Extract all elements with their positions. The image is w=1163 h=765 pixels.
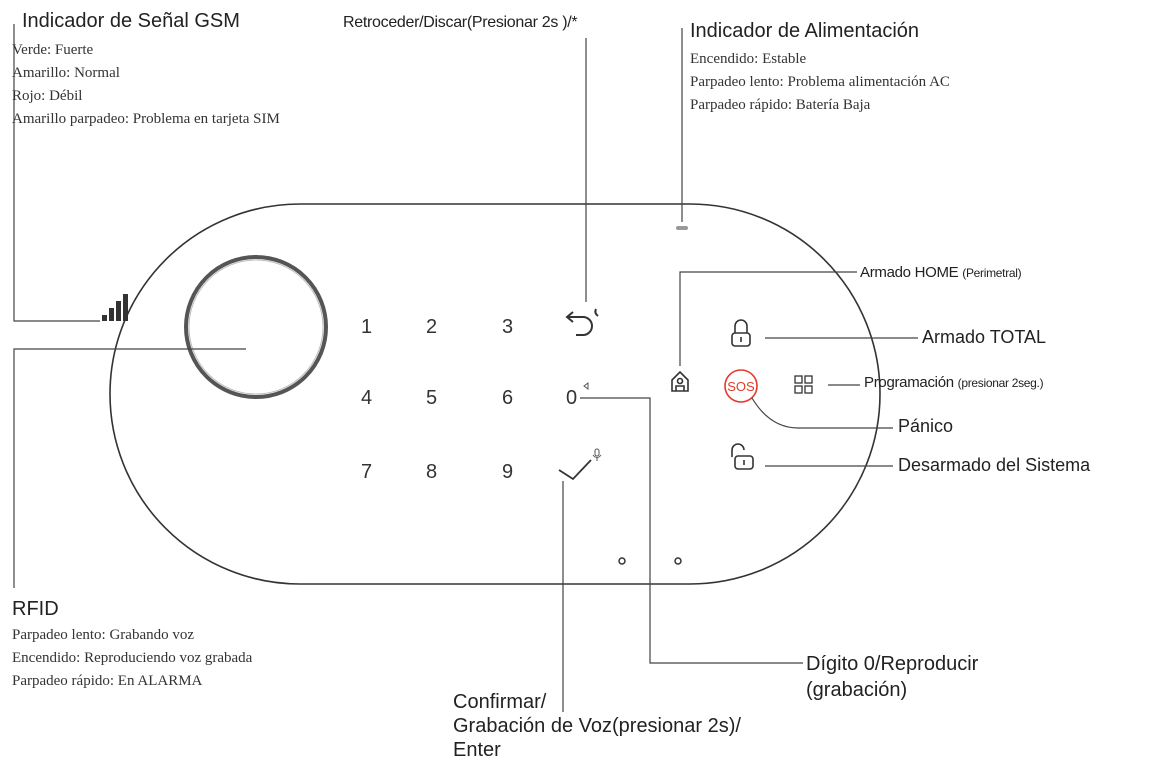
mic-icon	[592, 448, 602, 461]
home-label-sub: (Perimetral)	[962, 266, 1022, 280]
gsm-line: Amarillo: Normal	[12, 65, 120, 81]
power-title: Indicador de Alimentación	[690, 20, 920, 42]
gsm-line: Amarillo parpadeo: Problema en tarjeta S…	[12, 111, 280, 127]
check-icon[interactable]	[558, 459, 592, 481]
total-label: Armado TOTAL	[922, 327, 1047, 347]
key-4[interactable]: 4	[361, 387, 372, 409]
leader-lines	[13, 24, 918, 712]
confirm-line: Grabación de Voz(presionar 2s)/	[453, 715, 741, 737]
key-6[interactable]: 6	[502, 387, 513, 409]
program-label: Programación (presionar 2seg.)	[864, 374, 1044, 391]
disarm-label: Desarmado del Sistema	[898, 455, 1091, 475]
power-led	[676, 226, 688, 230]
key-5[interactable]: 5	[426, 387, 437, 409]
lock-icon[interactable]	[731, 319, 751, 347]
rfid-title: RFID	[12, 598, 59, 620]
gsm-line: Rojo: Débil	[12, 88, 83, 104]
program-label-main: Programación	[864, 374, 954, 391]
rfid-desc: Parpadeo lento: Grabando voz Encendido: …	[12, 624, 252, 693]
phone-icon	[594, 308, 599, 317]
screw-hole-left	[618, 557, 626, 565]
digit0-line: (grabación)	[806, 679, 908, 701]
unlock-icon[interactable]	[731, 443, 754, 470]
sos-button[interactable]	[724, 369, 758, 403]
speaker-icon	[583, 382, 589, 390]
confirm-line: Enter	[453, 739, 501, 761]
rfid-line: Parpadeo rápido: En ALARMA	[12, 673, 203, 689]
power-line: Encendido: Estable	[690, 51, 807, 67]
rfid-line: Encendido: Reproduciendo voz grabada	[12, 650, 253, 666]
gsm-title: Indicador de Señal GSM	[22, 10, 240, 32]
key-0[interactable]: 0	[566, 387, 577, 409]
key-2[interactable]: 2	[426, 316, 437, 338]
gsm-line: Verde: Fuerte	[12, 42, 94, 58]
home-label-main: Armado HOME	[860, 264, 959, 281]
grid-icon[interactable]	[794, 375, 813, 394]
key-8[interactable]: 8	[426, 461, 437, 483]
key-9[interactable]: 9	[502, 461, 513, 483]
back-title: Retroceder/Discar(Presionar 2s )/*	[343, 14, 578, 31]
gsm-desc: Verde: Fuerte Amarillo: Normal Rojo: Déb…	[12, 39, 280, 131]
digit0-label: Dígito 0/Reproducir (grabación)	[806, 651, 978, 703]
gsm-signal-icon	[102, 294, 128, 321]
power-line: Parpadeo lento: Problema alimentación AC	[690, 74, 950, 90]
key-1[interactable]: 1	[361, 316, 372, 338]
sos-label: SOS	[727, 379, 755, 394]
power-desc: Encendido: Estable Parpadeo lento: Probl…	[690, 48, 950, 117]
home-label: Armado HOME (Perimetral)	[860, 264, 1022, 281]
panic-label: Pánico	[898, 416, 954, 436]
home-arm-icon[interactable]	[671, 370, 689, 392]
key-3[interactable]: 3	[502, 316, 513, 338]
device-outline	[109, 203, 881, 585]
key-7[interactable]: 7	[361, 461, 372, 483]
digit0-line: Dígito 0/Reproducir	[806, 653, 979, 675]
screw-hole-right	[674, 557, 682, 565]
power-line: Parpadeo rápido: Batería Baja	[690, 97, 871, 113]
confirm-label: Confirmar/ Grabación de Voz(presionar 2s…	[453, 690, 741, 762]
program-label-sub: (presionar 2seg.)	[957, 376, 1044, 390]
back-dial-icon[interactable]	[565, 311, 593, 336]
rfid-ring	[184, 255, 328, 399]
confirm-line: Confirmar/	[453, 691, 547, 713]
rfid-line: Parpadeo lento: Grabando voz	[12, 627, 195, 643]
